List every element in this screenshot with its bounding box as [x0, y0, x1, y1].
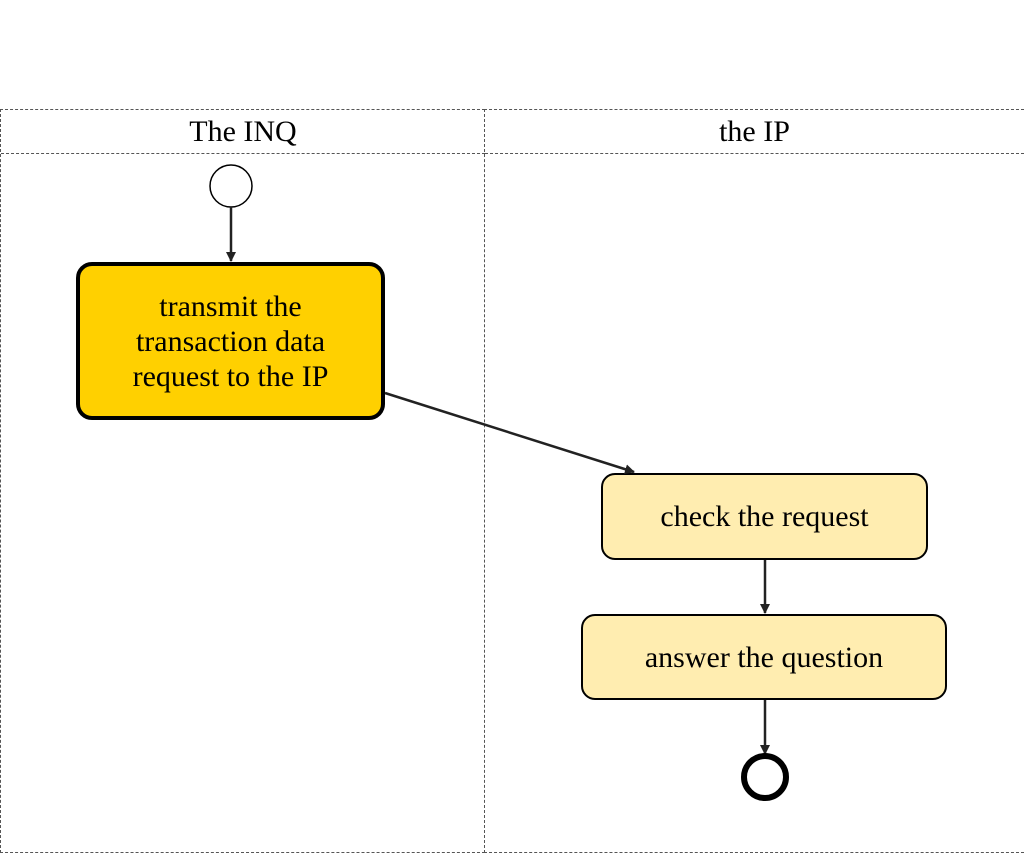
task-answer-question-label: answer the question: [644, 640, 884, 674]
task-transmit-request-label: transmit the transaction data request to…: [132, 289, 329, 393]
lane-title-ip: the IP: [485, 110, 1024, 154]
task-check-request[interactable]: check the request: [601, 473, 928, 560]
lane-title-inq: The INQ: [1, 110, 485, 154]
task-answer-question[interactable]: answer the question: [581, 614, 947, 700]
task-check-request-label: check the request: [660, 500, 869, 533]
task-transmit-request[interactable]: transmit the transaction data request to…: [76, 262, 385, 420]
swimlane-inq: The INQ: [0, 109, 485, 853]
swimlane-ip: the IP: [484, 109, 1024, 853]
